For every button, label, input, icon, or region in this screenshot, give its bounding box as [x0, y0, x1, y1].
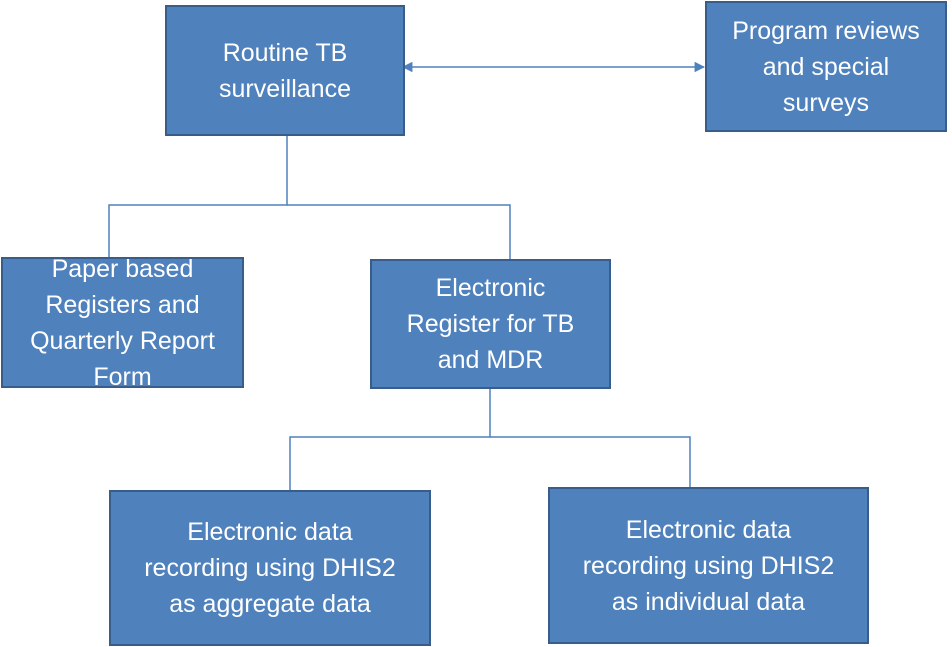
- routine-tb-surveillance-box: Routine TB surveillance: [165, 5, 405, 136]
- paper-registers-box: Paper based Registers and Quarterly Repo…: [1, 255, 244, 391]
- program-reviews-box: Program reviews and special surveys: [705, 1, 947, 132]
- electronic-register-label: Electronic Register for TB and MDR: [406, 274, 575, 374]
- routine-tb-surveillance-label: Routine TB surveillance: [218, 38, 351, 103]
- individual-data-label: Electronic data recording using DHIS2 as…: [582, 515, 835, 616]
- connector-routine-to-registers: [108, 136, 288, 257]
- program-reviews-label: Program reviews and special surveys: [732, 16, 920, 117]
- electronic-register-box: Electronic Register for TB and MDR: [370, 259, 611, 389]
- aggregate-data-label: Electronic data recording using DHIS2 as…: [144, 518, 396, 618]
- connector-electronic-register-to-individual: [490, 436, 691, 487]
- aggregate-data-box: Electronic data recording using DHIS2 as…: [109, 490, 431, 646]
- connector-electronic-register-to-aggregate: [289, 389, 491, 490]
- individual-data-box: Electronic data recording using DHIS2 as…: [548, 487, 869, 644]
- connector-routine-to-electronic-register: [287, 204, 511, 259]
- paper-registers-label: Paper based Registers and Quarterly Repo…: [30, 254, 215, 391]
